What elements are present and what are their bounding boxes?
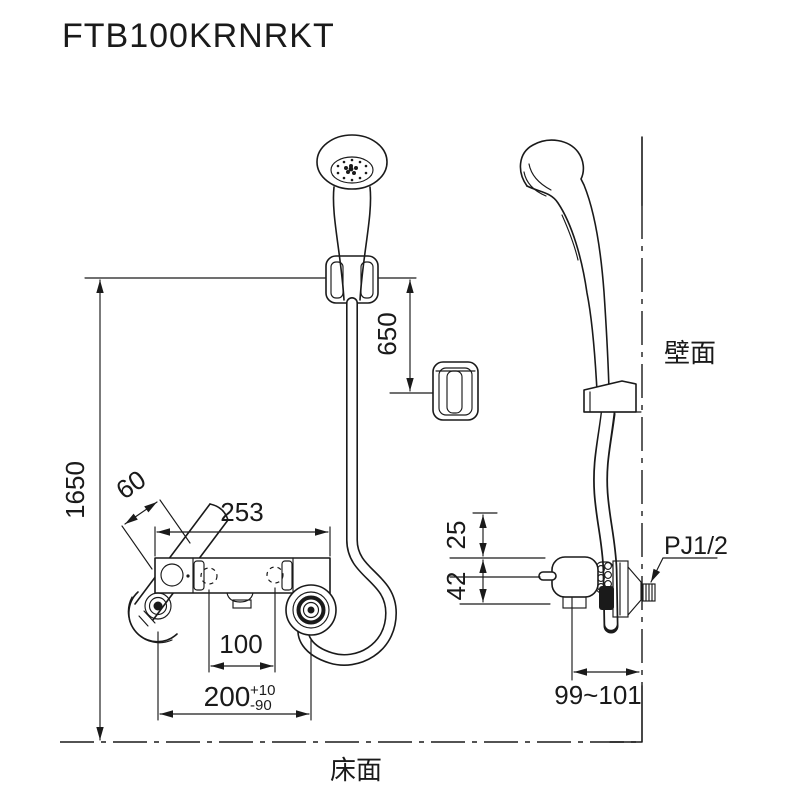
shower-head-side: [519, 139, 610, 392]
dim-text-60: 60: [110, 464, 151, 505]
dim-text-200-tol-minus: -90: [250, 697, 272, 714]
dim-body-width: 253: [154, 497, 331, 557]
dim-wall-clearance: 99~101: [554, 597, 642, 710]
shower-head-front: [316, 134, 388, 301]
dim-text-99-101: 99~101: [554, 680, 641, 710]
dim-text-650: 650: [372, 312, 402, 355]
body-foot: [562, 596, 587, 609]
check-valve-nut: [599, 586, 614, 610]
dim-hanger-to-hook: 650: [372, 279, 434, 394]
spout-stub: [226, 592, 254, 603]
bracket-slot-left: [193, 560, 205, 591]
dim-text-100: 100: [219, 629, 262, 659]
thermostat-knob-side: [551, 556, 599, 598]
inlet-left-hidden: [200, 567, 218, 585]
wall-cone: [627, 566, 642, 616]
spray-face-dots: [336, 158, 368, 182]
shower-hose-side: [593, 405, 619, 634]
inlet-right-hidden: [266, 566, 284, 584]
wall-line: [609, 136, 643, 743]
front-view: [84, 134, 417, 666]
bracket-slot-right: [281, 560, 293, 591]
dim-text-1650: 1650: [60, 461, 90, 519]
dim-text-42: 42: [441, 572, 471, 601]
shower-hose-front: [297, 297, 398, 666]
pipe-thread-callout: PJ1/2: [650, 532, 728, 583]
wall-surface-label: 壁面: [664, 338, 716, 368]
pipe-thread-label: PJ1/2: [664, 532, 728, 560]
hanger-hook-side: [583, 380, 642, 413]
dim-text-200: 200: [204, 681, 251, 712]
faucet-side: [538, 556, 656, 618]
dim-text-25: 25: [441, 521, 471, 550]
hanger-hook-front: [325, 255, 379, 304]
dim-inlet-pitch: 100: [208, 587, 276, 673]
dim-side-offsets: 25 42: [441, 512, 551, 605]
pipe-nipple: [642, 583, 656, 602]
hook-detail: [432, 361, 479, 421]
mount-leg-left: [127, 591, 178, 644]
mount-leg-right: [285, 584, 337, 636]
dim-text-253: 253: [220, 497, 263, 527]
dim-floor-to-hanger: 1650: [60, 279, 104, 741]
temp-dial-face: [160, 563, 184, 587]
side-view: [432, 136, 656, 743]
dim-mount-pitch: 200 +10 -90: [157, 631, 312, 721]
floor-surface-label: 床面: [330, 755, 382, 785]
dim-handle-length: 60: [110, 464, 191, 570]
dim-text-200-tol-plus: +10: [250, 682, 275, 699]
spout-outlet: [232, 599, 252, 609]
model-number: FTB100KRNRKT: [62, 17, 335, 55]
spout-tip-side: [538, 571, 557, 581]
